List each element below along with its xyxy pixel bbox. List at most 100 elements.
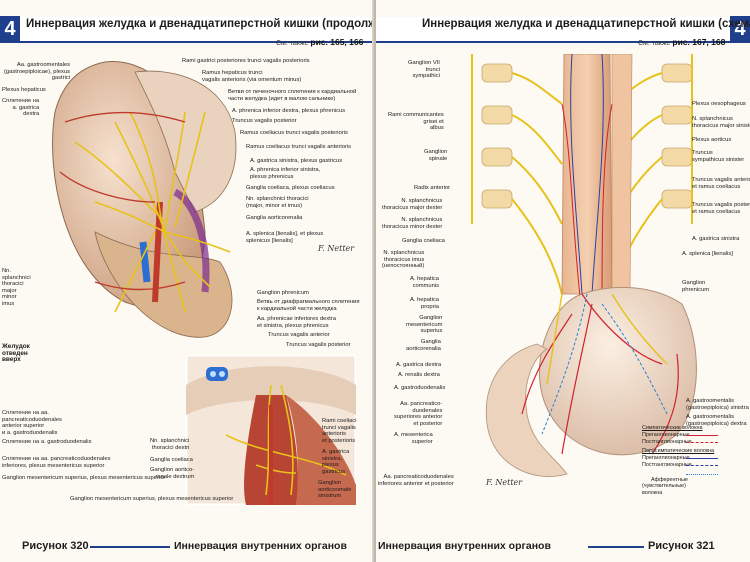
legend-label-pre: Преганглионарные: [642, 432, 690, 438]
see-also-prefix-right: См. также: [638, 40, 671, 47]
book-gutter: [372, 0, 378, 562]
legend-line-sympathetic-post: [686, 442, 718, 443]
right-figure-number: Рисунок 321: [648, 540, 715, 552]
label-n-splanchnicus-major-dexter: N. splanchnicus thoracicus major dexter: [382, 198, 443, 211]
label-a-gastrica-sinistra-right: A. gastrica sinistra: [692, 236, 740, 242]
label-rami-gastrici-posteriores: Rami gastrici posteriores trunci vagalis…: [182, 58, 310, 64]
label-a-gastrica-dextra: Сплетение на a. gastrica dextra: [2, 98, 40, 118]
label-a-gastrica-dextra-right: A. gastrica dextra: [396, 362, 442, 368]
label-phrenic-branch: Ветвь от диафрагмального сплетения к кар…: [257, 299, 360, 312]
see-also-prefix: См. также: [276, 40, 309, 47]
label-gastroduodenal-plexus: Сплетение на a. gastroduodenalis: [2, 439, 92, 445]
label-aa-phrenicae-inferiores: Aa. phrenicae inferiores dextra et sinis…: [257, 316, 336, 329]
label-a-splenica-right: A. splenica [lienalis]: [682, 251, 733, 257]
label-a-splenica: A. splenica [lienalis], et plexus spleni…: [246, 231, 324, 244]
label-inferior-pancreaticoduodenal-plexus: Сплетение на аа. pancreaticoduodenales i…: [2, 456, 111, 469]
label-aa-gastroomentales: Aa. gastroomentales (gastroepiploicae), …: [4, 62, 71, 82]
label-truncus-vagalis-anterior-right: Truncus vagalis anterior et ramus coelia…: [692, 177, 750, 190]
label-ganglia-aorticorenalia: Ganglia aorticorenalia: [246, 215, 303, 221]
legend-label-post2: Постганглионарные: [642, 462, 692, 468]
label-plexus-hepaticus: Plexus hepaticus: [2, 87, 46, 93]
legend-parasympathetic-header: Парасимпатические волокна: [642, 448, 715, 454]
left-footer: Рисунок 320 Иннервация внутренних органо…: [0, 538, 374, 554]
legend-line-afferent: [686, 474, 718, 475]
legend-line-parasympathetic-post: [686, 465, 718, 466]
label-truncus-vagalis-posterior: Truncus vagalis posterior: [232, 118, 297, 124]
left-footer-rule: [90, 546, 170, 548]
right-page: 4 Иннервация желудка и двенадцатиперстно…: [376, 0, 750, 562]
see-also-refs: рис. 165, 166: [310, 37, 364, 47]
label-n-splanchnicus-major-sinister: N. splanchnicus thoracicus major siniste…: [692, 116, 750, 129]
right-header-bar: [376, 17, 750, 43]
artist-signature-right: F. Netter: [486, 478, 523, 487]
label-a-hepatica-propria: A. hepatica propria: [410, 297, 440, 310]
left-section-name: Иннервация внутренних органов: [174, 540, 347, 552]
label-truncus-vagalis-anterior: Truncus vagalis anterior: [268, 332, 330, 338]
label-a-hepatica-communis: A. hepatica communis: [410, 276, 440, 289]
label-aa-pancreaticoduodenales-superiores: Aa. pancreatico- duodenales superiores a…: [394, 401, 443, 427]
label-hepatic-plexus-branches: Ветви от печеночного сплетения к кардиал…: [228, 89, 357, 102]
label-ganglion-spinale: Ganglion spinale: [424, 149, 448, 162]
left-figure-number: Рисунок 320: [22, 540, 89, 552]
chapter-number-tab-right: 4: [730, 16, 750, 42]
label-truncus-vagalis-posterior-inset: Truncus vagalis posterior: [286, 342, 351, 348]
legend-label-post: Постганглионарные: [642, 439, 692, 445]
label-stomach-retracted: Желудок отведен вверх: [2, 343, 30, 364]
innervation-schema-plate: [471, 54, 697, 477]
diaphragm-inset-plate: [186, 355, 356, 505]
label-ganglia-coeliaca-right: Ganglia coeliaca: [402, 238, 445, 244]
legend-row-sympathetic-pre: Преганглионарные: [642, 432, 746, 439]
label-truncus-vagalis-posterior-right: Truncus vagalis posterior et ramus coeli…: [692, 202, 750, 215]
label-a-gastrica-sinistra: A. gastrica sinistra, plexus gastricus: [250, 158, 343, 164]
label-a-phrenica-inferior-sinistra: A. phrenica inferior sinistra, plexus ph…: [250, 167, 321, 180]
legend-row-sympathetic-post: Постганглионарные: [642, 439, 746, 446]
label-nn-splanchnici: Nn. splanchnici thoracici major minor im…: [2, 268, 31, 307]
legend-label-afferent: Афферентные (чувствительные) волокна: [642, 477, 688, 496]
label-a-gastroomentalis-dextra: A. gastroomentalis (gastroepiploica) dex…: [686, 414, 747, 427]
label-a-phrenica-inferior-dextra: A. phrenica inferior dextra, plexus phre…: [232, 108, 346, 114]
stomach-innervation-plate: [52, 61, 237, 338]
legend-line-parasympathetic-pre: [686, 458, 718, 459]
label-radix-anterior: Radix anterior: [414, 185, 451, 191]
label-truncus-sympathicus-sinister: Truncus sympathicus sinister: [692, 150, 745, 163]
label-ganglion-mesentericum-superius-right: Ganglion mesentericum superius: [406, 315, 443, 335]
see-also-refs-right: рис. 167, 168: [672, 37, 726, 47]
right-footer-rule: [588, 546, 644, 548]
artist-signature: F. Netter: [318, 244, 355, 253]
label-pancreaticoduodenal-plexus: Сплетение на аа. pancreaticoduodenales a…: [2, 410, 62, 436]
fiber-legend: Симпатические волокна Преганглионарные П…: [642, 425, 746, 496]
label-a-mesenterica-superior: A. mesenterica superior: [394, 432, 433, 445]
label-ganglion-mesentericum-superius-2: Ganglion mesentericum superius, plexus m…: [70, 496, 234, 502]
legend-line-sympathetic-pre: [686, 435, 718, 436]
legend-sympathetic-header: Симпатические волокна: [642, 425, 703, 431]
label-ganglia-aorticorenalia-right: Ganglia aorticorenalia: [406, 339, 441, 352]
label-ganglia-coeliaca: Ganglia coeliaca, plexus coeliacus: [246, 185, 335, 191]
label-n-splanchnicus-minor-dexter: N. splanchnicus thoracicus minor dexter: [382, 217, 443, 230]
left-page-title: Иннервация желудка и двенадцатиперстной …: [26, 18, 374, 30]
legend-row-parasympathetic-post: Постганглионарные: [642, 462, 746, 469]
label-ganglia-coeliaca-inset: Ganglia coeliaca: [150, 457, 193, 463]
label-plexus-oesophageus: Plexus oesophageus: [692, 101, 746, 107]
label-rami-communicantes: Rami communicantes grisei et albus: [388, 112, 444, 132]
legend-row-parasympathetic-pre: Преганглионарные: [642, 455, 746, 462]
label-ganglion-aorticorenale-sinistrum: Ganglion aorticorenale sinistrum: [318, 480, 352, 500]
legend-label-pre2: Преганглионарные: [642, 455, 690, 461]
right-page-title: Иннервация желудка и двенадцатиперстной …: [422, 18, 750, 30]
chapter-number-tab: 4: [0, 16, 20, 42]
right-footer: Иннервация внутренних органов Рисунок 32…: [376, 538, 750, 554]
legend-row-afferent: Афферентные (чувствительные) волокна: [642, 471, 746, 496]
label-ganglion-phrenicum-right: Ganglion phrenicum: [682, 280, 710, 293]
label-ganglion-mesentericum-superius: Ganglion mesentericum superius, plexus m…: [2, 475, 166, 481]
left-page: 4 Иннервация желудка и двенадцатиперстно…: [0, 0, 374, 562]
label-ramus-hepaticus: Ramus hepaticus trunci vagalis anteriori…: [202, 70, 302, 83]
label-ganglion-aorticorenale-dextrum: Ganglion aortico- renale dextrum: [150, 467, 195, 480]
label-ganglion-vii: Ganglion VII trunci sympathici: [408, 60, 440, 80]
right-section-name: Иннервация внутренних органов: [378, 540, 551, 552]
label-a-renalis-dextra: A. renalis dextra: [398, 372, 440, 378]
label-a-gastroomentalis-sinistra: A. gastroomentalis (gastroepiploica) sin…: [686, 398, 749, 411]
label-nn-splanchnici-thoracici: Nn. splanchnici thoracici (major, minor …: [246, 196, 309, 209]
label-aa-pancreaticoduodenales-inferiores: Aa. pancreaticoduodenales inferiores ant…: [378, 474, 454, 487]
label-rami-coeliaci: Rami coeliaci trunci vagalis anterioris …: [322, 418, 357, 444]
label-n-splanchnicus-imus: N. splanchnicus thoracicus imus (непосто…: [382, 250, 425, 270]
label-ramus-coeliacus-posterior: Ramus coeliacus trunci vagalis posterior…: [240, 130, 348, 136]
